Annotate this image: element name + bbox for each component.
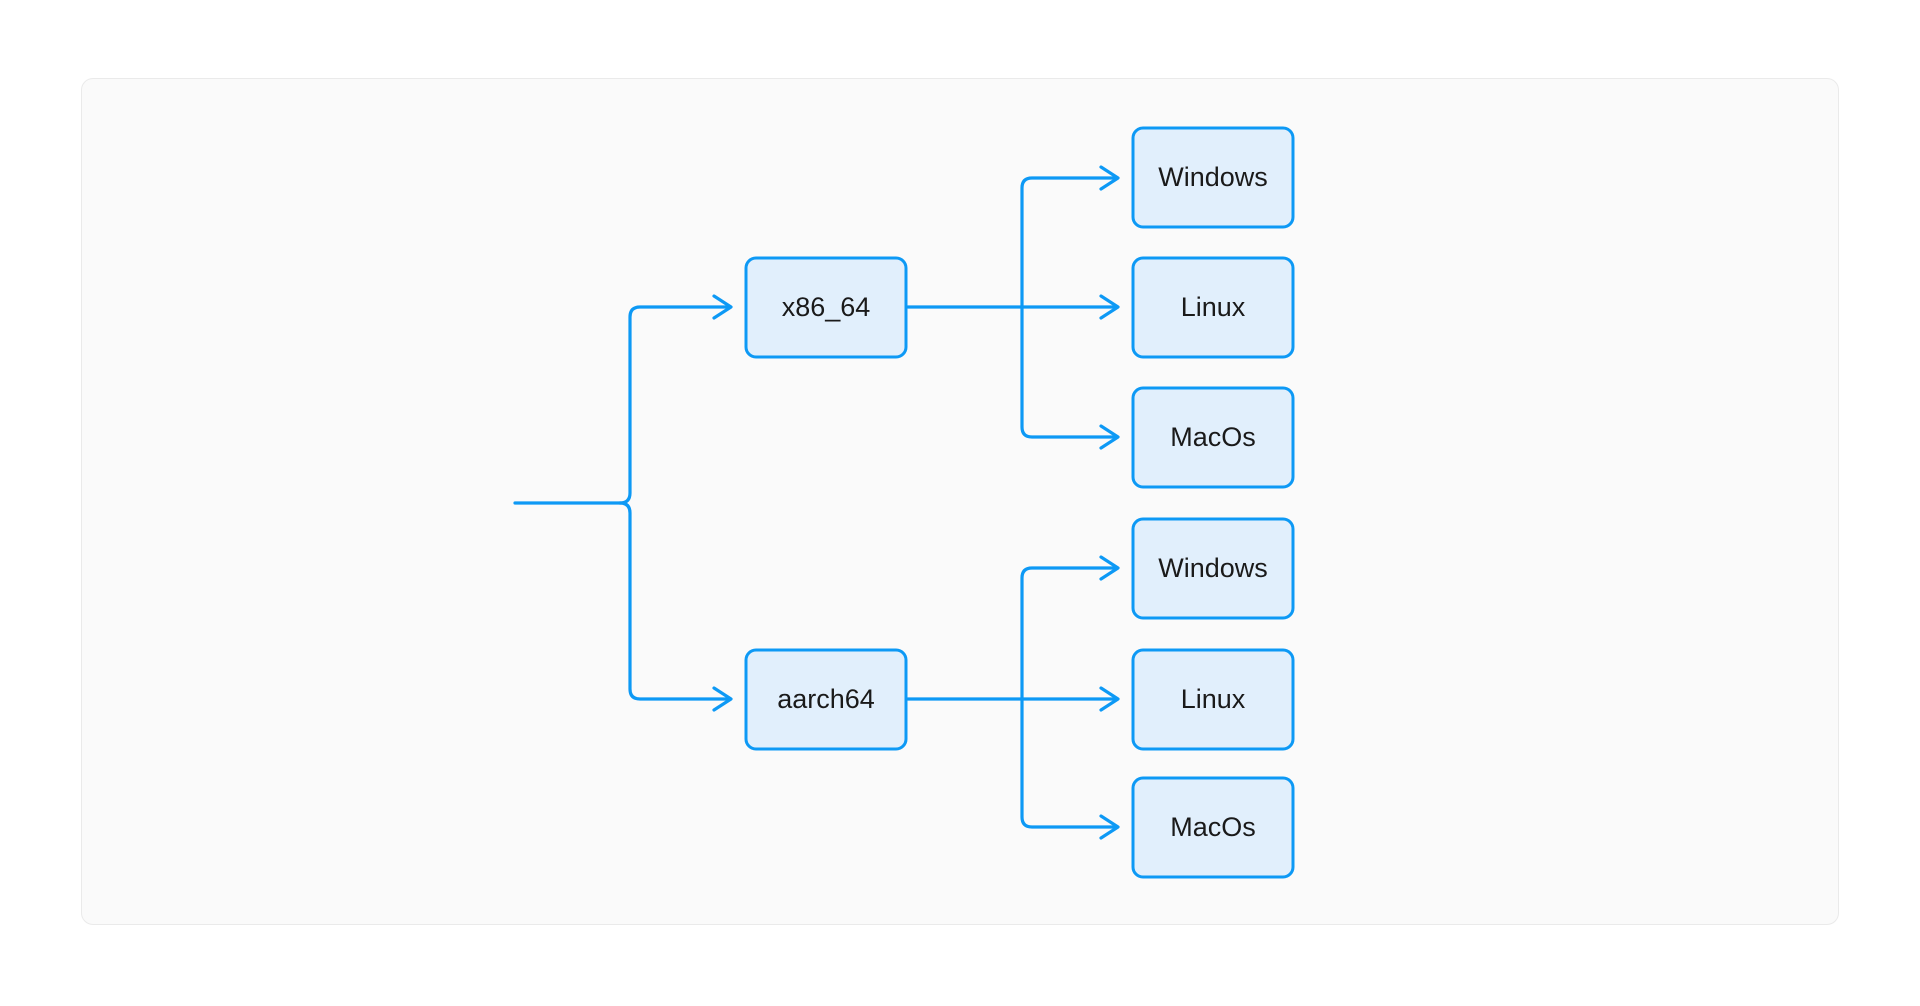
arrow-root-to-aarch — [712, 686, 733, 712]
node-x86_64-macos-box[interactable] — [1131, 386, 1295, 489]
arrow-x86-to-macos — [1099, 424, 1120, 450]
edge-x86-to-windows — [1020, 176, 1116, 309]
node-aarch64-macos[interactable]: MacOs — [1131, 776, 1295, 879]
node-aarch64-windows-box[interactable] — [1131, 517, 1295, 620]
node-x86_64-box[interactable] — [744, 256, 908, 359]
edge-aarch-to-windows — [1020, 566, 1116, 701]
node-aarch64[interactable]: aarch64 — [744, 648, 908, 751]
arrow-aarch-to-windows — [1099, 555, 1120, 581]
edge-root-to-x86 — [618, 305, 729, 505]
arrow-root-to-x86 — [712, 294, 733, 320]
node-aarch64-linux[interactable]: Linux — [1131, 648, 1295, 751]
node-x86_64-linux[interactable]: Linux — [1131, 256, 1295, 359]
node-aarch64-linux-box[interactable] — [1131, 648, 1295, 751]
arrow-x86-to-windows — [1099, 165, 1120, 191]
node-x86_64-windows-box[interactable] — [1131, 126, 1295, 229]
node-x86_64-macos[interactable]: MacOs — [1131, 386, 1295, 489]
arrow-aarch-to-linux — [1099, 686, 1120, 712]
node-aarch64-box[interactable] — [744, 648, 908, 751]
node-x86_64-linux-box[interactable] — [1131, 256, 1295, 359]
node-x86_64-windows[interactable]: Windows — [1131, 126, 1295, 229]
edge-x86-to-macos — [1020, 305, 1116, 439]
node-x86_64[interactable]: x86_64 — [744, 256, 908, 359]
diagram-card — [81, 78, 1839, 925]
node-aarch64-windows[interactable]: Windows — [1131, 517, 1295, 620]
edge-root-to-aarch — [618, 501, 729, 701]
node-aarch64-macos-box[interactable] — [1131, 776, 1295, 879]
edge-aarch-to-macos — [1020, 697, 1116, 829]
arrow-aarch-to-macos — [1099, 814, 1120, 840]
arrow-x86-to-linux — [1099, 294, 1120, 320]
